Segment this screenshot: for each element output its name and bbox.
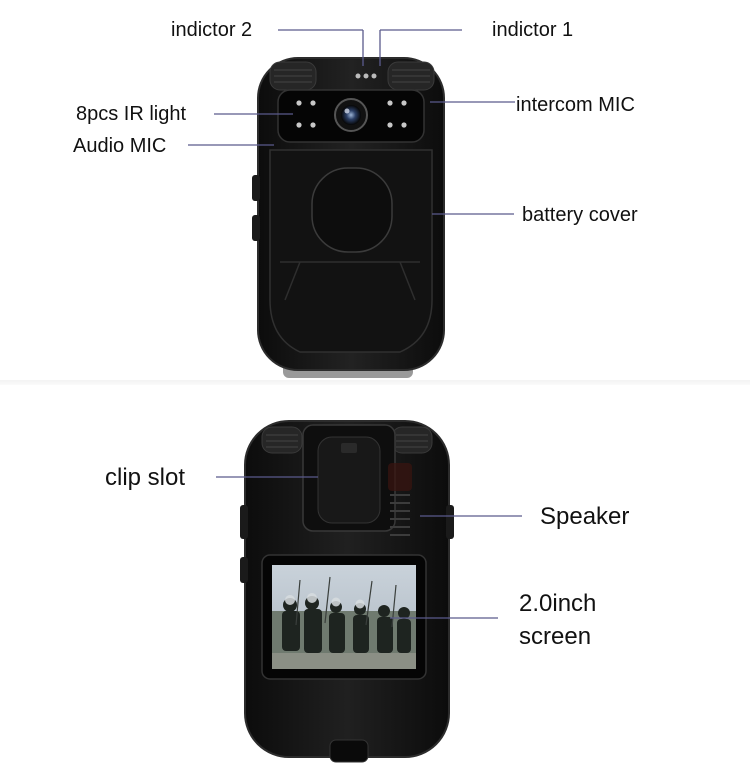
screen-label: 2.0inch screen [519, 587, 596, 653]
screen-label-line-2: screen [519, 623, 592, 650]
camera-front-illustration [188, 29, 515, 378]
audio-mic-label: Audio MIC [73, 135, 167, 157]
indicator-2-label: indictor 2 [171, 19, 253, 41]
battery-cover-label: battery cover [522, 204, 638, 226]
intercom-mic-label: intercom MIC [516, 94, 635, 116]
panel-divider [0, 380, 750, 388]
clip-slot-label: clip slot [105, 464, 186, 491]
indicator-leds [355, 73, 377, 79]
screen-label-line-1: 2.0inch [519, 590, 597, 617]
speaker-grille [390, 494, 410, 536]
speaker-label: Speaker [540, 503, 630, 530]
ir-light-label: 8pcs IR light [76, 103, 187, 125]
screen-display [272, 565, 416, 669]
back-view-panel: clip slot Speaker 2.0inch screen [0, 385, 750, 768]
camera-back-illustration [216, 420, 522, 763]
indicator-1-label: indictor 1 [492, 19, 574, 41]
back-callout-lines [216, 476, 522, 619]
front-callout-lines [188, 29, 515, 215]
front-view-panel: indictor 2 indictor 1 8pcs IR light Audi… [73, 19, 638, 378]
ir-light-leds [296, 100, 407, 128]
center-recess [311, 167, 393, 253]
